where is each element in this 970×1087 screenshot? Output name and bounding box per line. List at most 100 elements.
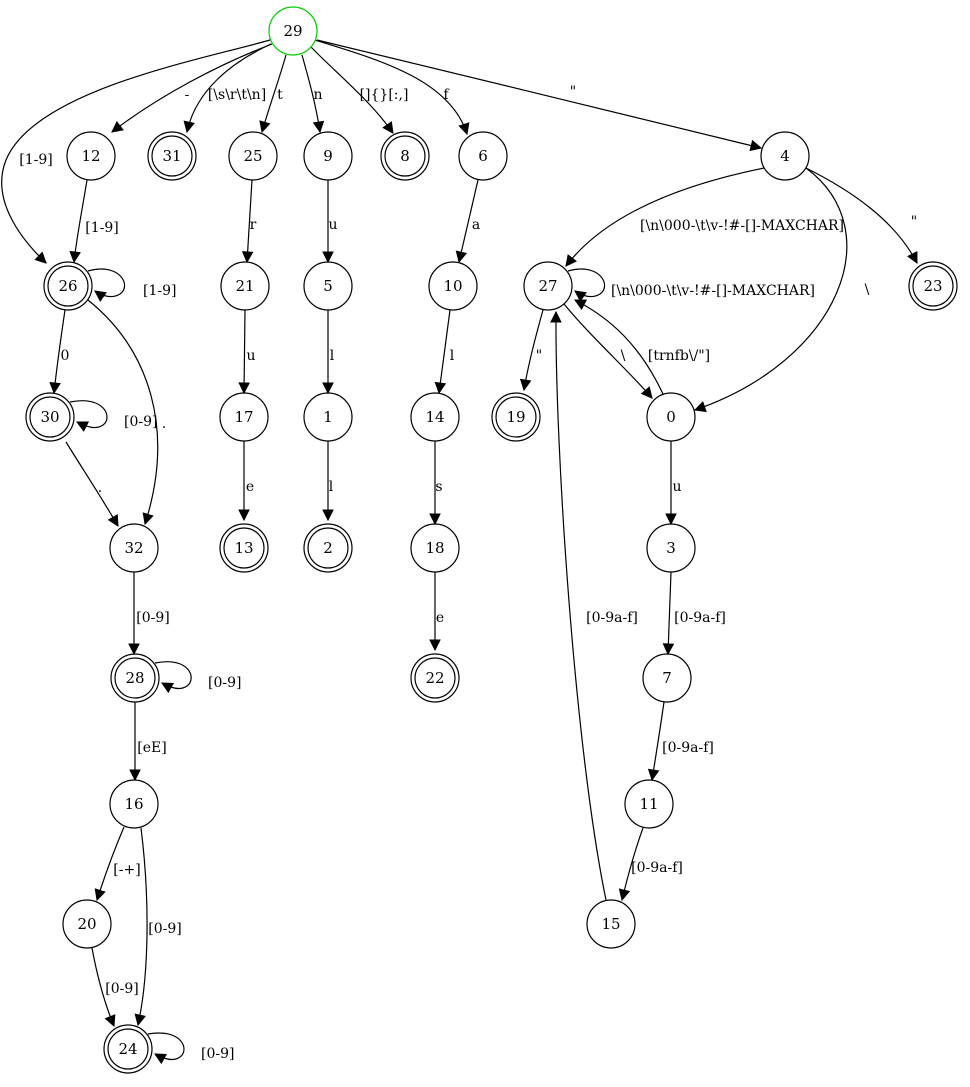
state-label: 25	[243, 147, 262, 165]
state-node-23: 23	[908, 261, 958, 311]
state-node-27: 27	[523, 261, 573, 311]
state-circle	[410, 392, 460, 442]
arrowhead-icon	[618, 888, 631, 902]
edge-29-to-25: t	[259, 54, 287, 134]
edge-label: r	[250, 217, 257, 233]
arrowhead-icon	[907, 251, 918, 264]
state-node-32: 32	[109, 523, 159, 573]
arrowhead-icon	[662, 643, 675, 656]
edge-label: [0-9]	[148, 921, 181, 937]
state-node-29: 29	[268, 6, 318, 56]
edge-label: l	[450, 348, 455, 364]
state-node-2: 2	[303, 523, 353, 573]
arrowhead-icon	[434, 381, 447, 395]
edge-label: "	[570, 84, 576, 100]
state-circle	[228, 131, 278, 181]
state-node-20: 20	[62, 899, 112, 949]
state-label: 28	[125, 669, 144, 687]
edge-label: e	[246, 479, 254, 495]
edge-label: f	[443, 87, 450, 103]
edge-line	[65, 441, 119, 527]
edge-line	[87, 299, 159, 525]
edge-28-to-28: [0-9]	[154, 661, 241, 694]
state-circle	[586, 899, 636, 949]
edge-4-to-23: "	[805, 167, 918, 264]
state-label: 12	[81, 147, 100, 165]
edge-line	[69, 400, 108, 429]
arrowhead-icon	[34, 251, 47, 264]
edge-6-to-10: a	[455, 179, 480, 264]
accepting-inner-ring	[307, 527, 349, 569]
arrowhead-icon	[550, 310, 562, 323]
state-circle	[109, 523, 159, 573]
state-node-10: 10	[428, 261, 478, 311]
edge-28-to-16: [eE]	[129, 702, 167, 782]
edge-line	[555, 311, 607, 901]
state-circle	[303, 131, 353, 181]
edge-30-to-30: [0-9]	[69, 400, 157, 432]
edge-line	[246, 179, 253, 263]
accepting-state-circle	[303, 523, 353, 573]
state-circle	[66, 131, 116, 181]
arrowhead-icon	[565, 254, 577, 267]
arrowhead-icon	[322, 509, 334, 522]
edge-label: .	[98, 480, 102, 496]
state-node-4: 4	[760, 131, 810, 181]
edge-label: [1-9]	[143, 283, 176, 299]
edge-32-to-28: [0-9]	[128, 572, 170, 656]
state-label: 3	[666, 539, 676, 557]
state-node-19: 19	[491, 392, 541, 442]
edge-line	[574, 299, 664, 395]
edge-line	[667, 571, 672, 655]
state-node-8: 8	[380, 131, 430, 181]
edge-label: [0-9a-f]	[662, 740, 714, 756]
state-node-28: 28	[110, 653, 160, 703]
arrowhead-icon	[134, 1013, 146, 1027]
accepting-state-circle	[25, 392, 75, 442]
state-node-12: 12	[66, 131, 116, 181]
state-label: 11	[639, 795, 658, 813]
accepting-inner-ring	[114, 657, 156, 699]
arrowhead-icon	[129, 769, 141, 782]
edge-17-to-13: e	[238, 441, 254, 522]
accepting-inner-ring	[29, 396, 71, 438]
edge-15-to-27: [0-9a-f]	[550, 310, 638, 901]
arrowhead-icon	[69, 250, 81, 264]
edge-line	[805, 167, 918, 264]
arrowhead-icon	[665, 513, 677, 526]
edge-label: u	[328, 217, 337, 233]
state-node-15: 15	[586, 899, 636, 949]
edge-line	[310, 46, 394, 134]
edge-line	[243, 309, 246, 394]
edge-27-to-19: "	[519, 309, 544, 392]
edge-12-to-26: [1-9]	[69, 179, 119, 264]
accepting-inner-ring	[384, 135, 426, 177]
accepting-state-circle	[410, 653, 460, 703]
edge-label: n	[313, 87, 322, 103]
arrowhead-icon	[749, 139, 763, 152]
state-node-0: 0	[646, 392, 696, 442]
edge-label: [0-9]	[136, 610, 169, 626]
edge-27-to-0: \	[563, 303, 653, 399]
state-label: 30	[40, 408, 59, 426]
state-node-25: 25	[228, 131, 278, 181]
edge-16-to-24: [0-9]	[134, 827, 182, 1027]
accepting-inner-ring	[223, 527, 265, 569]
state-label: 10	[443, 277, 462, 295]
edge-9-to-5: u	[322, 180, 338, 264]
edge-29-to-9: n	[301, 54, 325, 134]
edge-0-to-27: [trnfb\/"]	[574, 299, 710, 395]
edge-label: s	[435, 479, 442, 495]
state-circle	[220, 261, 270, 311]
arrowhead-icon	[238, 382, 250, 395]
edge-25-to-21: r	[241, 179, 257, 264]
state-circle	[642, 653, 692, 703]
accepting-inner-ring	[495, 396, 537, 438]
state-label: 9	[323, 147, 333, 165]
edge-29-to-26: [1-9]	[1, 39, 271, 264]
accepting-state-circle	[110, 653, 160, 703]
edge-label: [1-9]	[85, 220, 118, 236]
state-node-13: 13	[219, 523, 269, 573]
accepting-state-circle	[491, 392, 541, 442]
state-circle	[303, 261, 353, 311]
